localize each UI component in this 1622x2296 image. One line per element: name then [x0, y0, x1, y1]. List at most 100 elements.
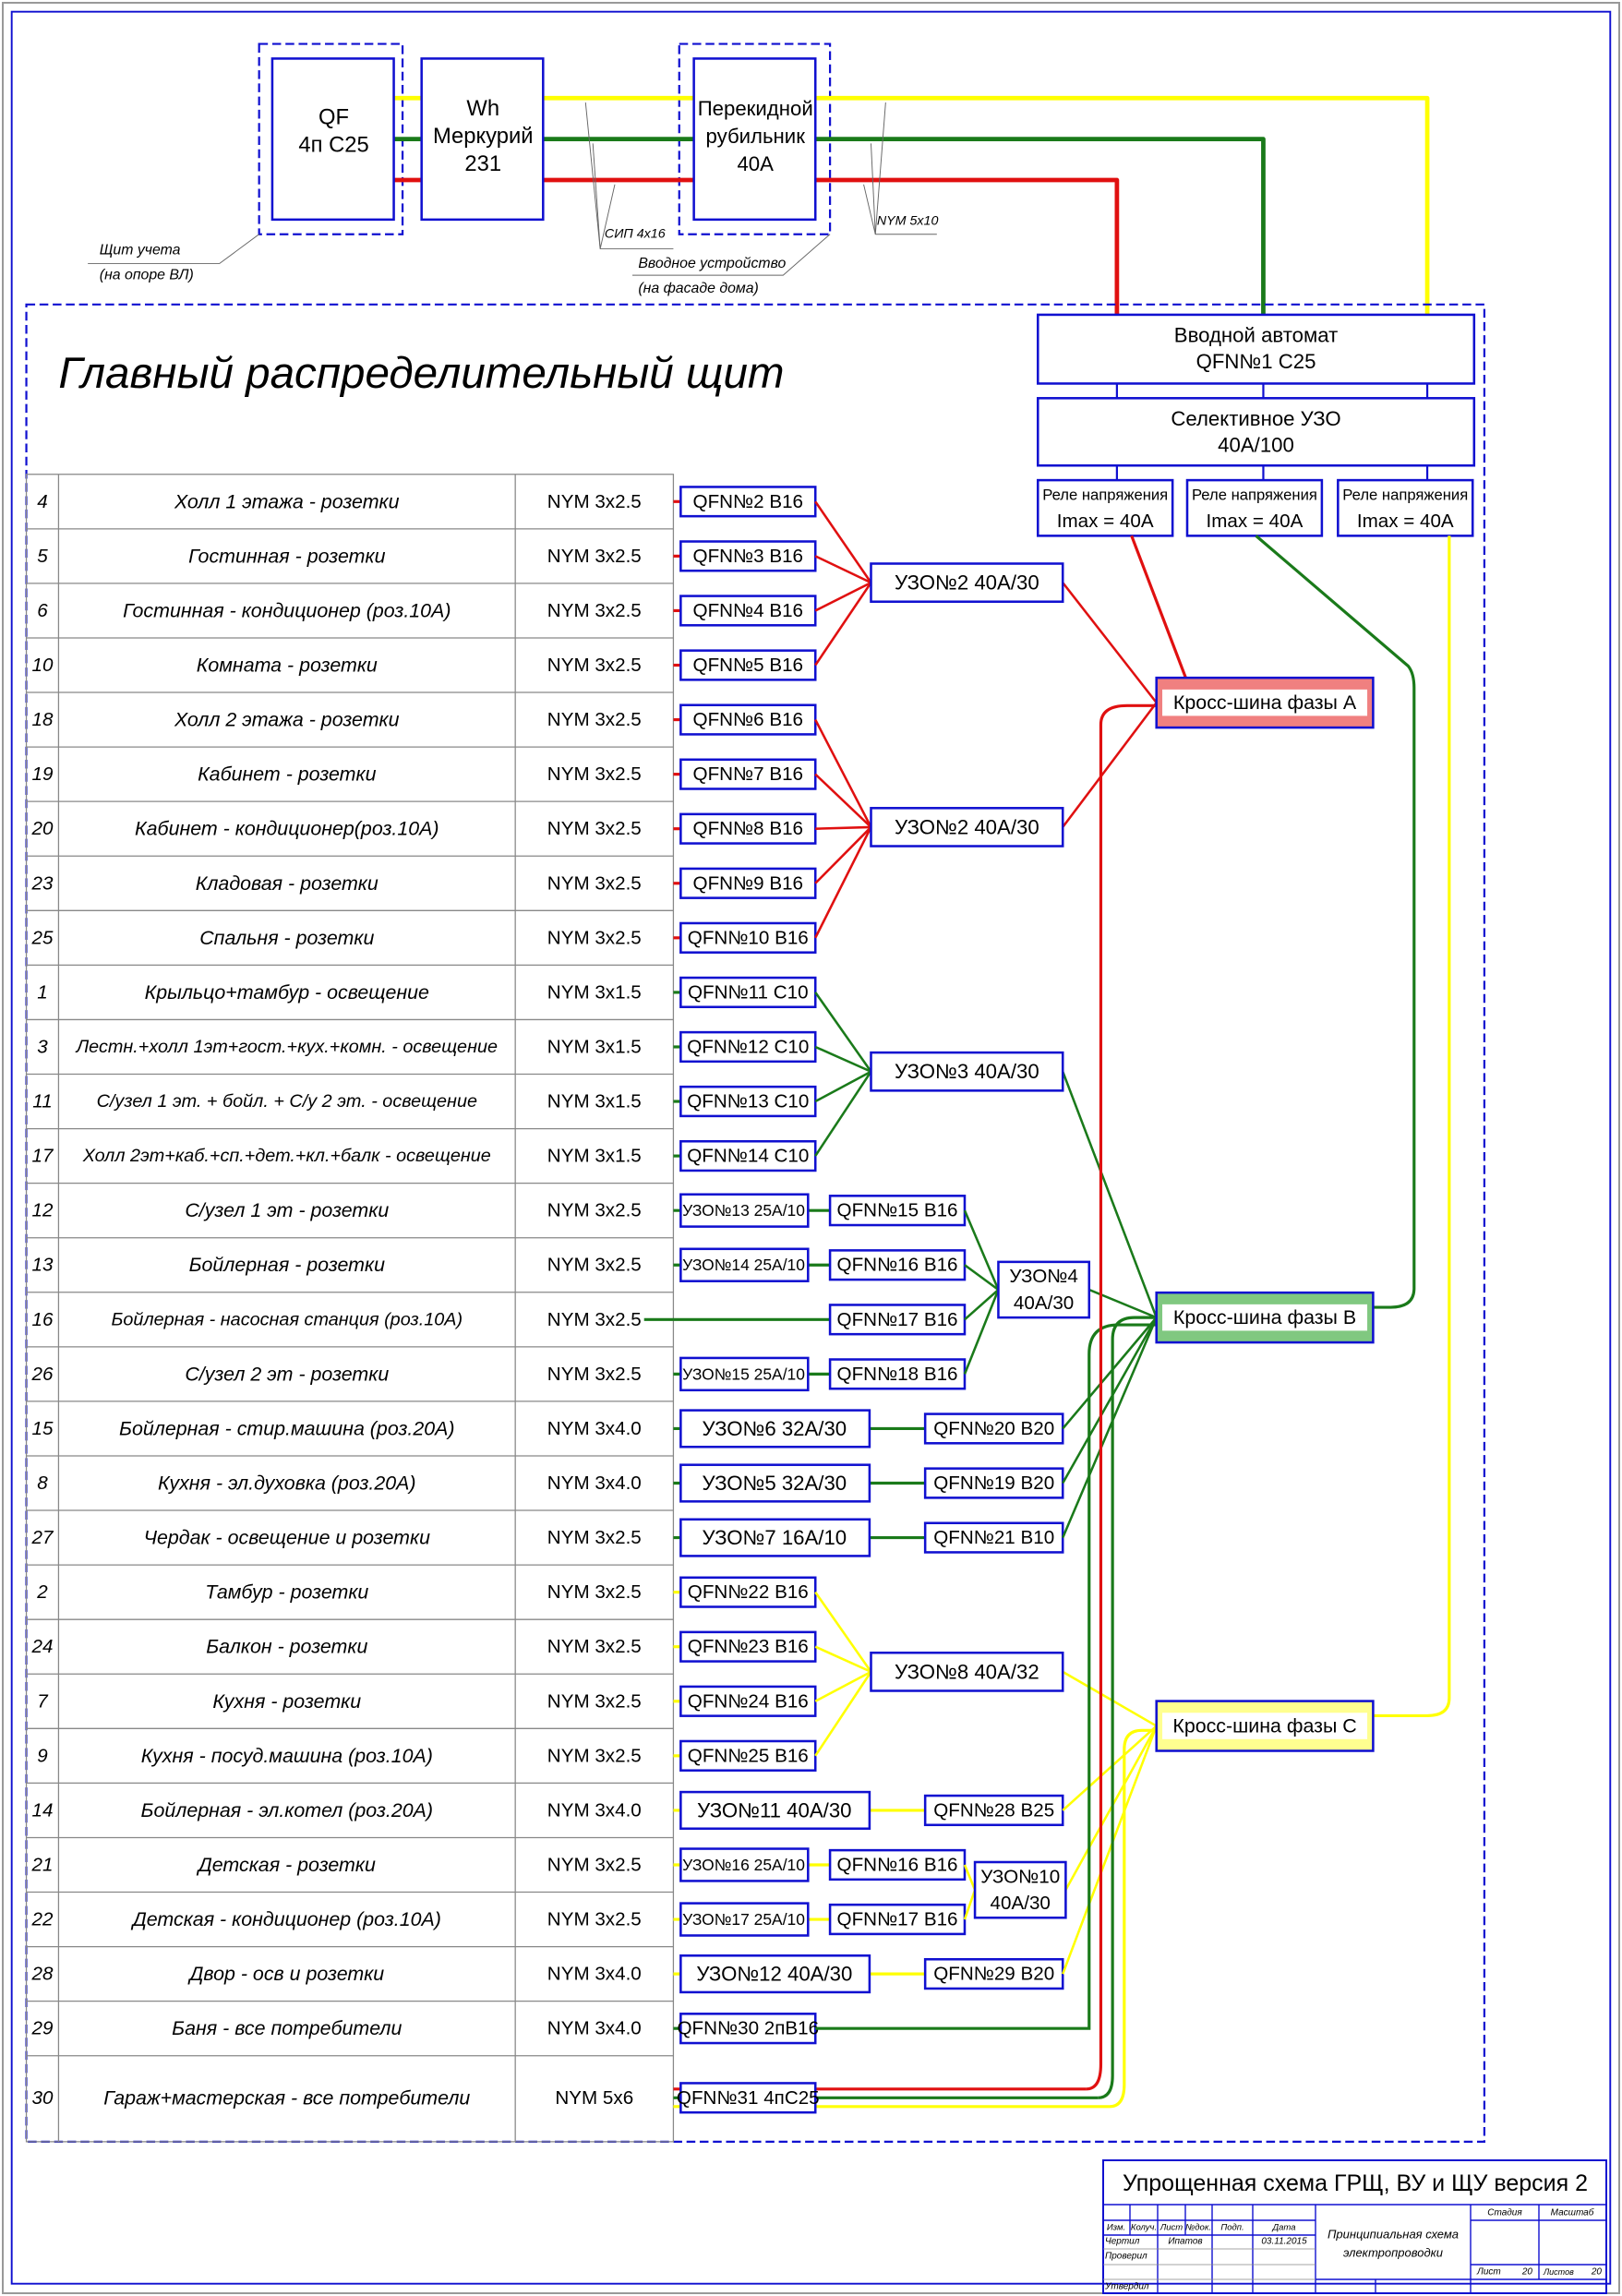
- relay-a-output: [1130, 535, 1187, 679]
- circuit-name: Двор - осв и розетки: [187, 1963, 384, 1985]
- circuit-number: 28: [31, 1964, 54, 1985]
- circuit-name: С/узел 2 эт - розетки: [185, 1363, 389, 1385]
- circuit-breaker-label: QFN№23 B16: [688, 1636, 809, 1657]
- circuit-name: Бойлерная - эл.котел (роз.20А): [141, 1799, 433, 1821]
- main-breaker-box: [1036, 313, 1476, 385]
- circuit-number: 20: [31, 818, 54, 839]
- title-block-header: Колуч.: [1131, 2223, 1157, 2233]
- circuit-name: Спальня - розетки: [199, 927, 374, 949]
- circuit-rcd-label: УЗО№16 25А/10: [682, 1856, 805, 1874]
- title-block-header: Изм.: [1107, 2223, 1125, 2233]
- title-block-header: №док.: [1185, 2223, 1211, 2233]
- title-block-frame: [1102, 2159, 1607, 2294]
- selective-rcd-box: [1036, 397, 1476, 467]
- voltage-relay-box: [1036, 478, 1174, 537]
- cable-leader: [874, 102, 886, 234]
- group-rcd-label: УЗО№2 40А/30: [895, 571, 1039, 595]
- drawn-by-name: Ипатов: [1168, 2237, 1202, 2247]
- circuit-cable: NYM 3x2.5: [547, 818, 642, 839]
- circuit-number: 12: [32, 1200, 54, 1221]
- circuit-to-rcd-wire: [814, 1071, 872, 1157]
- rcd-to-bus-wire: [1062, 1071, 1158, 1318]
- title-block: Упрощенная схема ГРЩ, ВУ и ЩУ версия 2 Из…: [1102, 2159, 1607, 2294]
- circuit-to-rcd-wire: [963, 1209, 1000, 1291]
- circuit-rcd-box: [679, 1409, 871, 1449]
- circuit-cable: NYM 3x4.0: [547, 2018, 642, 2039]
- circuit-number: 17: [32, 1146, 54, 1167]
- circuit-breaker-box: [923, 1521, 1064, 1554]
- voltage-relay-label: Реле напряжения: [1342, 486, 1468, 503]
- group-rcd-label: УЗО№10: [980, 1866, 1060, 1887]
- circuit-name: Кухня - розетки: [212, 1690, 361, 1713]
- circuit-rcd-label: УЗО№11 40А/30: [697, 1798, 851, 1821]
- circuit-name: Тамбур - розетки: [205, 1581, 368, 1604]
- circuit-name: С/узел 1 эт. + бойл. + С/у 2 эт. - освещ…: [97, 1091, 477, 1112]
- circuit-name: Баня - все потребители: [172, 2017, 402, 2039]
- circuit-breaker-box: [679, 921, 817, 954]
- circuit-name: Бойлерная - розетки: [189, 1254, 386, 1276]
- voltage-relay-rating: Imax = 40А: [1207, 511, 1304, 532]
- group-rcd-box: [870, 807, 1064, 847]
- group-rcd-box: [997, 1260, 1091, 1319]
- circuit-number: 21: [31, 1854, 54, 1875]
- circuit-number: 16: [32, 1309, 54, 1330]
- circuit-name: Холл 2 этажа - розетки: [174, 709, 400, 731]
- circuit-to-rcd-wire: [814, 581, 872, 612]
- cross-bus-label-background: [1162, 1304, 1368, 1331]
- cross-bus-label: Кросс-шина фазы С: [1172, 1715, 1356, 1737]
- circuit-breaker-box: [828, 1848, 967, 1881]
- circuit-cable: NYM 3x2.5: [547, 709, 642, 730]
- circuit-breaker-label: QFN№12 C10: [687, 1036, 809, 1057]
- circuit-to-rcd-wire: [814, 500, 872, 583]
- circuit-cable: NYM 3x2.5: [547, 1581, 642, 1603]
- input-device-leader: [632, 234, 831, 276]
- circuit-rcd-label: УЗО№12 40А/30: [696, 1963, 852, 1986]
- circuit-to-rcd-wire: [815, 825, 871, 830]
- circuit-breaker-box: [679, 486, 817, 518]
- switch-label-2: рубильник: [706, 125, 806, 148]
- group-rcd-label: УЗО№4: [1009, 1266, 1077, 1287]
- circuit-breaker-label: QFN№18 B16: [837, 1364, 958, 1385]
- voltage-relay-rating: Imax = 40А: [1057, 511, 1154, 532]
- circuit-breaker-label: QFN№20 B20: [933, 1418, 1054, 1439]
- approved-by-label: Утвердил: [1104, 2282, 1149, 2292]
- circuit-breaker-box: [679, 1576, 817, 1608]
- circuit-cable: NYM 3x2.5: [547, 1364, 642, 1385]
- sheet-number: 20: [1521, 2267, 1533, 2278]
- metering-leader: [88, 234, 259, 264]
- breaker-to-bus-wire: [1062, 1725, 1158, 1811]
- drawn-by-label: Чертил: [1105, 2237, 1140, 2247]
- circuit-rcd-label: УЗО№6 32А/30: [703, 1417, 847, 1440]
- voltage-relay-rating: Imax = 40А: [1357, 511, 1454, 532]
- circuit-breaker-box: [679, 1085, 817, 1118]
- circuit-name: Крыльцо+тамбур - освещение: [145, 981, 429, 1004]
- circuit-to-rcd-wire: [814, 992, 872, 1073]
- circuit-name: Лестн.+холл 1эт+гост.+кух.+комн. - освещ…: [75, 1037, 498, 1057]
- circuit-breaker-box: [828, 1903, 967, 1936]
- circuit-breaker-box: [679, 1139, 817, 1172]
- circuit-breaker-label: QFN№3 B16: [693, 546, 803, 567]
- sheets-count: 20: [1591, 2267, 1603, 2278]
- rcd-to-bus-wire: [1062, 1670, 1158, 1727]
- circuit-cable: NYM 3x2.5: [547, 1309, 642, 1330]
- circuit-cable: NYM 3x4.0: [547, 1473, 642, 1494]
- electricity-meter-box: [420, 57, 545, 222]
- circuit-rcd-label: УЗО№7 16А/10: [703, 1526, 847, 1549]
- circuit-name: Кабинет - розетки: [198, 763, 377, 786]
- circuit-rcd-box: [679, 1463, 871, 1503]
- circuit-number: 23: [31, 872, 54, 894]
- circuit-name: Кладовая - розетки: [196, 872, 378, 895]
- circuit-to-rcd-wire: [814, 1591, 872, 1673]
- drawing-title: Упрощенная схема ГРЩ, ВУ и ЩУ версия 2: [1123, 2170, 1588, 2196]
- voltage-relay-label: Реле напряжения: [1042, 486, 1168, 503]
- circuit-to-rcd-wire: [814, 555, 872, 584]
- circuit-number: 9: [37, 1745, 48, 1766]
- circuit-name: Гостинная - кондиционер (роз.10А): [123, 599, 451, 621]
- circuit-breaker-label: QFN№31 4пC25: [677, 2087, 820, 2109]
- breaker-to-bus-wire: [1062, 1725, 1158, 1975]
- circuit-cable: NYM 3x2.5: [547, 872, 642, 894]
- circuit-breaker-box: [679, 867, 817, 899]
- cross-bus-label: Кросс-шина фазы В: [1173, 1306, 1356, 1328]
- meter-model-number: 231: [464, 151, 501, 176]
